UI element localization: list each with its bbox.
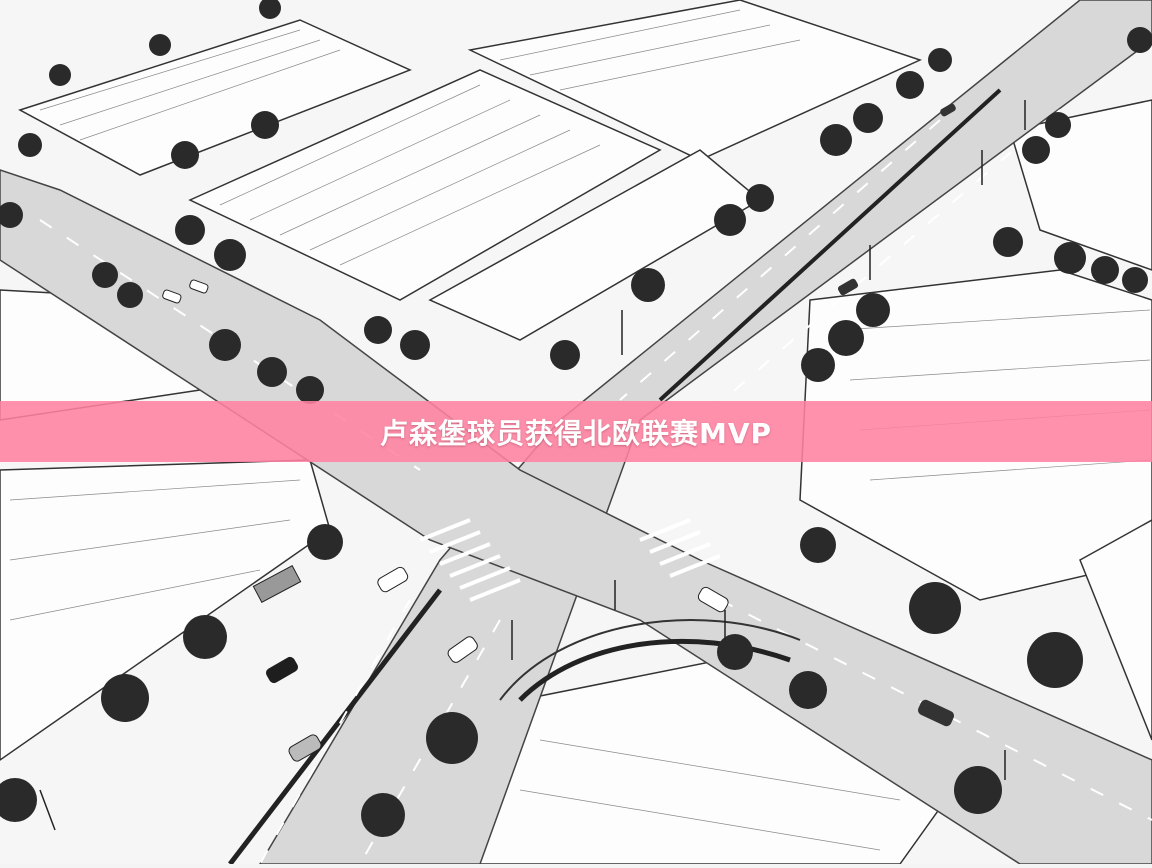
headline-banner: 卢森堡球员获得北欧联赛MVP <box>0 401 1152 462</box>
curb <box>499 619 801 701</box>
bus-shelter <box>252 565 302 603</box>
median <box>658 88 1002 402</box>
street-lamps <box>39 100 1026 831</box>
median-south <box>228 588 442 866</box>
crosswalks <box>419 518 721 602</box>
headline-text: 卢森堡球员获得北欧联赛MVP <box>379 416 773 450</box>
cars <box>162 103 956 762</box>
trees <box>0 0 1152 837</box>
